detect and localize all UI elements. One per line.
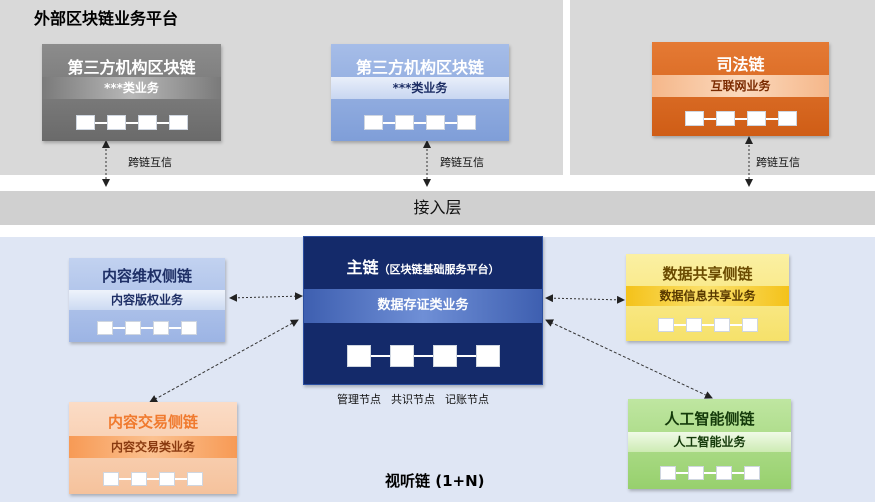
- chain-node-icon: [687, 466, 704, 480]
- chain-node-icon: [457, 115, 476, 130]
- chain-node-icon: [168, 115, 188, 130]
- node-row: [69, 472, 237, 486]
- main-chain-heading: 主链（区块链基础服务平台）: [304, 254, 542, 278]
- side-chain-card-ai: 人工智能侧链 人工智能业务: [628, 399, 791, 489]
- external-chain-card-2: 第三方机构区块链 ***类业务: [331, 44, 509, 141]
- chain-node-icon: [75, 115, 95, 130]
- side-chain-title: 内容维权侧链: [101, 267, 192, 285]
- link-main-share: [545, 294, 625, 304]
- chain-node-icon: [684, 111, 704, 126]
- node-type-label: 记账节点: [445, 393, 489, 406]
- main-chain-card: 主链（区块链基础服务平台） 数据存证类业务: [303, 236, 543, 385]
- side-chain-service: 内容版权业务: [69, 290, 225, 310]
- chain-node-icon: [659, 466, 676, 480]
- chain-node-icon: [741, 318, 758, 332]
- chain-node-icon: [131, 472, 147, 486]
- external-chain-card-1: 第三方机构区块链 ***类业务: [42, 44, 221, 141]
- chain-node-icon: [475, 345, 500, 367]
- chain-node-icon: [364, 115, 383, 130]
- chain-node-icon: [685, 318, 702, 332]
- chain-node-icon: [715, 466, 732, 480]
- access-layer-label: 接入层: [413, 198, 462, 217]
- chain-node-icon: [346, 345, 371, 367]
- external-chain-service: ***类业务: [331, 77, 509, 99]
- side-chain-service: 人工智能业务: [628, 432, 791, 452]
- external-platform-title: 外部区块链业务平台: [34, 9, 179, 28]
- node-type-label: 共识节点: [391, 393, 435, 406]
- side-chain-title: 数据共享侧链: [662, 265, 753, 283]
- chain-node-icon: [426, 115, 445, 130]
- side-chain-title: 内容交易侧链: [107, 413, 198, 431]
- node-row: [42, 115, 221, 130]
- link-main-trade: [149, 319, 299, 403]
- audiovisual-chain-title: 视听链 (1+N): [385, 472, 485, 490]
- chain-node-icon: [159, 472, 175, 486]
- node-row: [652, 111, 829, 126]
- chain-node-icon: [153, 321, 169, 335]
- side-chain-service: 数据信息共享业务: [626, 286, 789, 306]
- chain-node-icon: [657, 318, 674, 332]
- chain-node-icon: [777, 111, 797, 126]
- chain-node-icon: [715, 111, 735, 126]
- chain-node-icon: [187, 472, 203, 486]
- chain-node-icon: [713, 318, 730, 332]
- side-chain-card-trade: 内容交易侧链 内容交易类业务: [69, 402, 237, 494]
- main-chain-service: 数据存证类业务: [304, 289, 542, 323]
- chain-node-icon: [395, 115, 414, 130]
- chain-node-icon: [746, 111, 766, 126]
- chain-node-icon: [125, 321, 141, 335]
- node-row: [628, 466, 791, 480]
- chain-node-icon: [181, 321, 197, 335]
- side-chain-title: 人工智能侧链: [664, 410, 755, 428]
- external-chain-title: 第三方机构区块链: [67, 58, 196, 77]
- external-chain-title: 第三方机构区块链: [355, 58, 484, 77]
- cross-chain-label-3: 跨链互信: [756, 156, 800, 169]
- chain-node-icon: [743, 466, 760, 480]
- main-chain-node-types: 管理节点 共识节点 记账节点: [337, 391, 489, 407]
- link-main-rights: [229, 292, 303, 302]
- chain-node-icon: [97, 321, 113, 335]
- node-row: [304, 345, 542, 367]
- main-chain-subtitle: （区块链基础服务平台）: [378, 263, 500, 276]
- access-layer: 接入层: [0, 191, 875, 225]
- cross-chain-label-2: 跨链互信: [440, 156, 484, 169]
- node-row: [69, 321, 225, 335]
- chain-node-icon: [389, 345, 414, 367]
- cross-chain-label-1: 跨链互信: [128, 156, 172, 169]
- external-chain-service: 互联网业务: [652, 75, 829, 97]
- node-row: [331, 115, 509, 130]
- side-chain-card-share: 数据共享侧链 数据信息共享业务: [626, 254, 789, 341]
- external-chain-service: ***类业务: [42, 77, 221, 99]
- external-chain-title: 司法链: [716, 55, 765, 74]
- side-chain-card-rights: 内容维权侧链 内容版权业务: [69, 258, 225, 342]
- chain-node-icon: [137, 115, 157, 130]
- external-chain-card-3: 司法链 互联网业务: [652, 42, 829, 136]
- chain-node-icon: [106, 115, 126, 130]
- chain-node-icon: [432, 345, 457, 367]
- node-row: [626, 318, 789, 332]
- node-type-label: 管理节点: [337, 393, 381, 406]
- chain-node-icon: [103, 472, 119, 486]
- main-chain-title: 主链: [346, 258, 379, 277]
- link-main-ai: [545, 319, 713, 399]
- side-chain-service: 内容交易类业务: [69, 436, 237, 458]
